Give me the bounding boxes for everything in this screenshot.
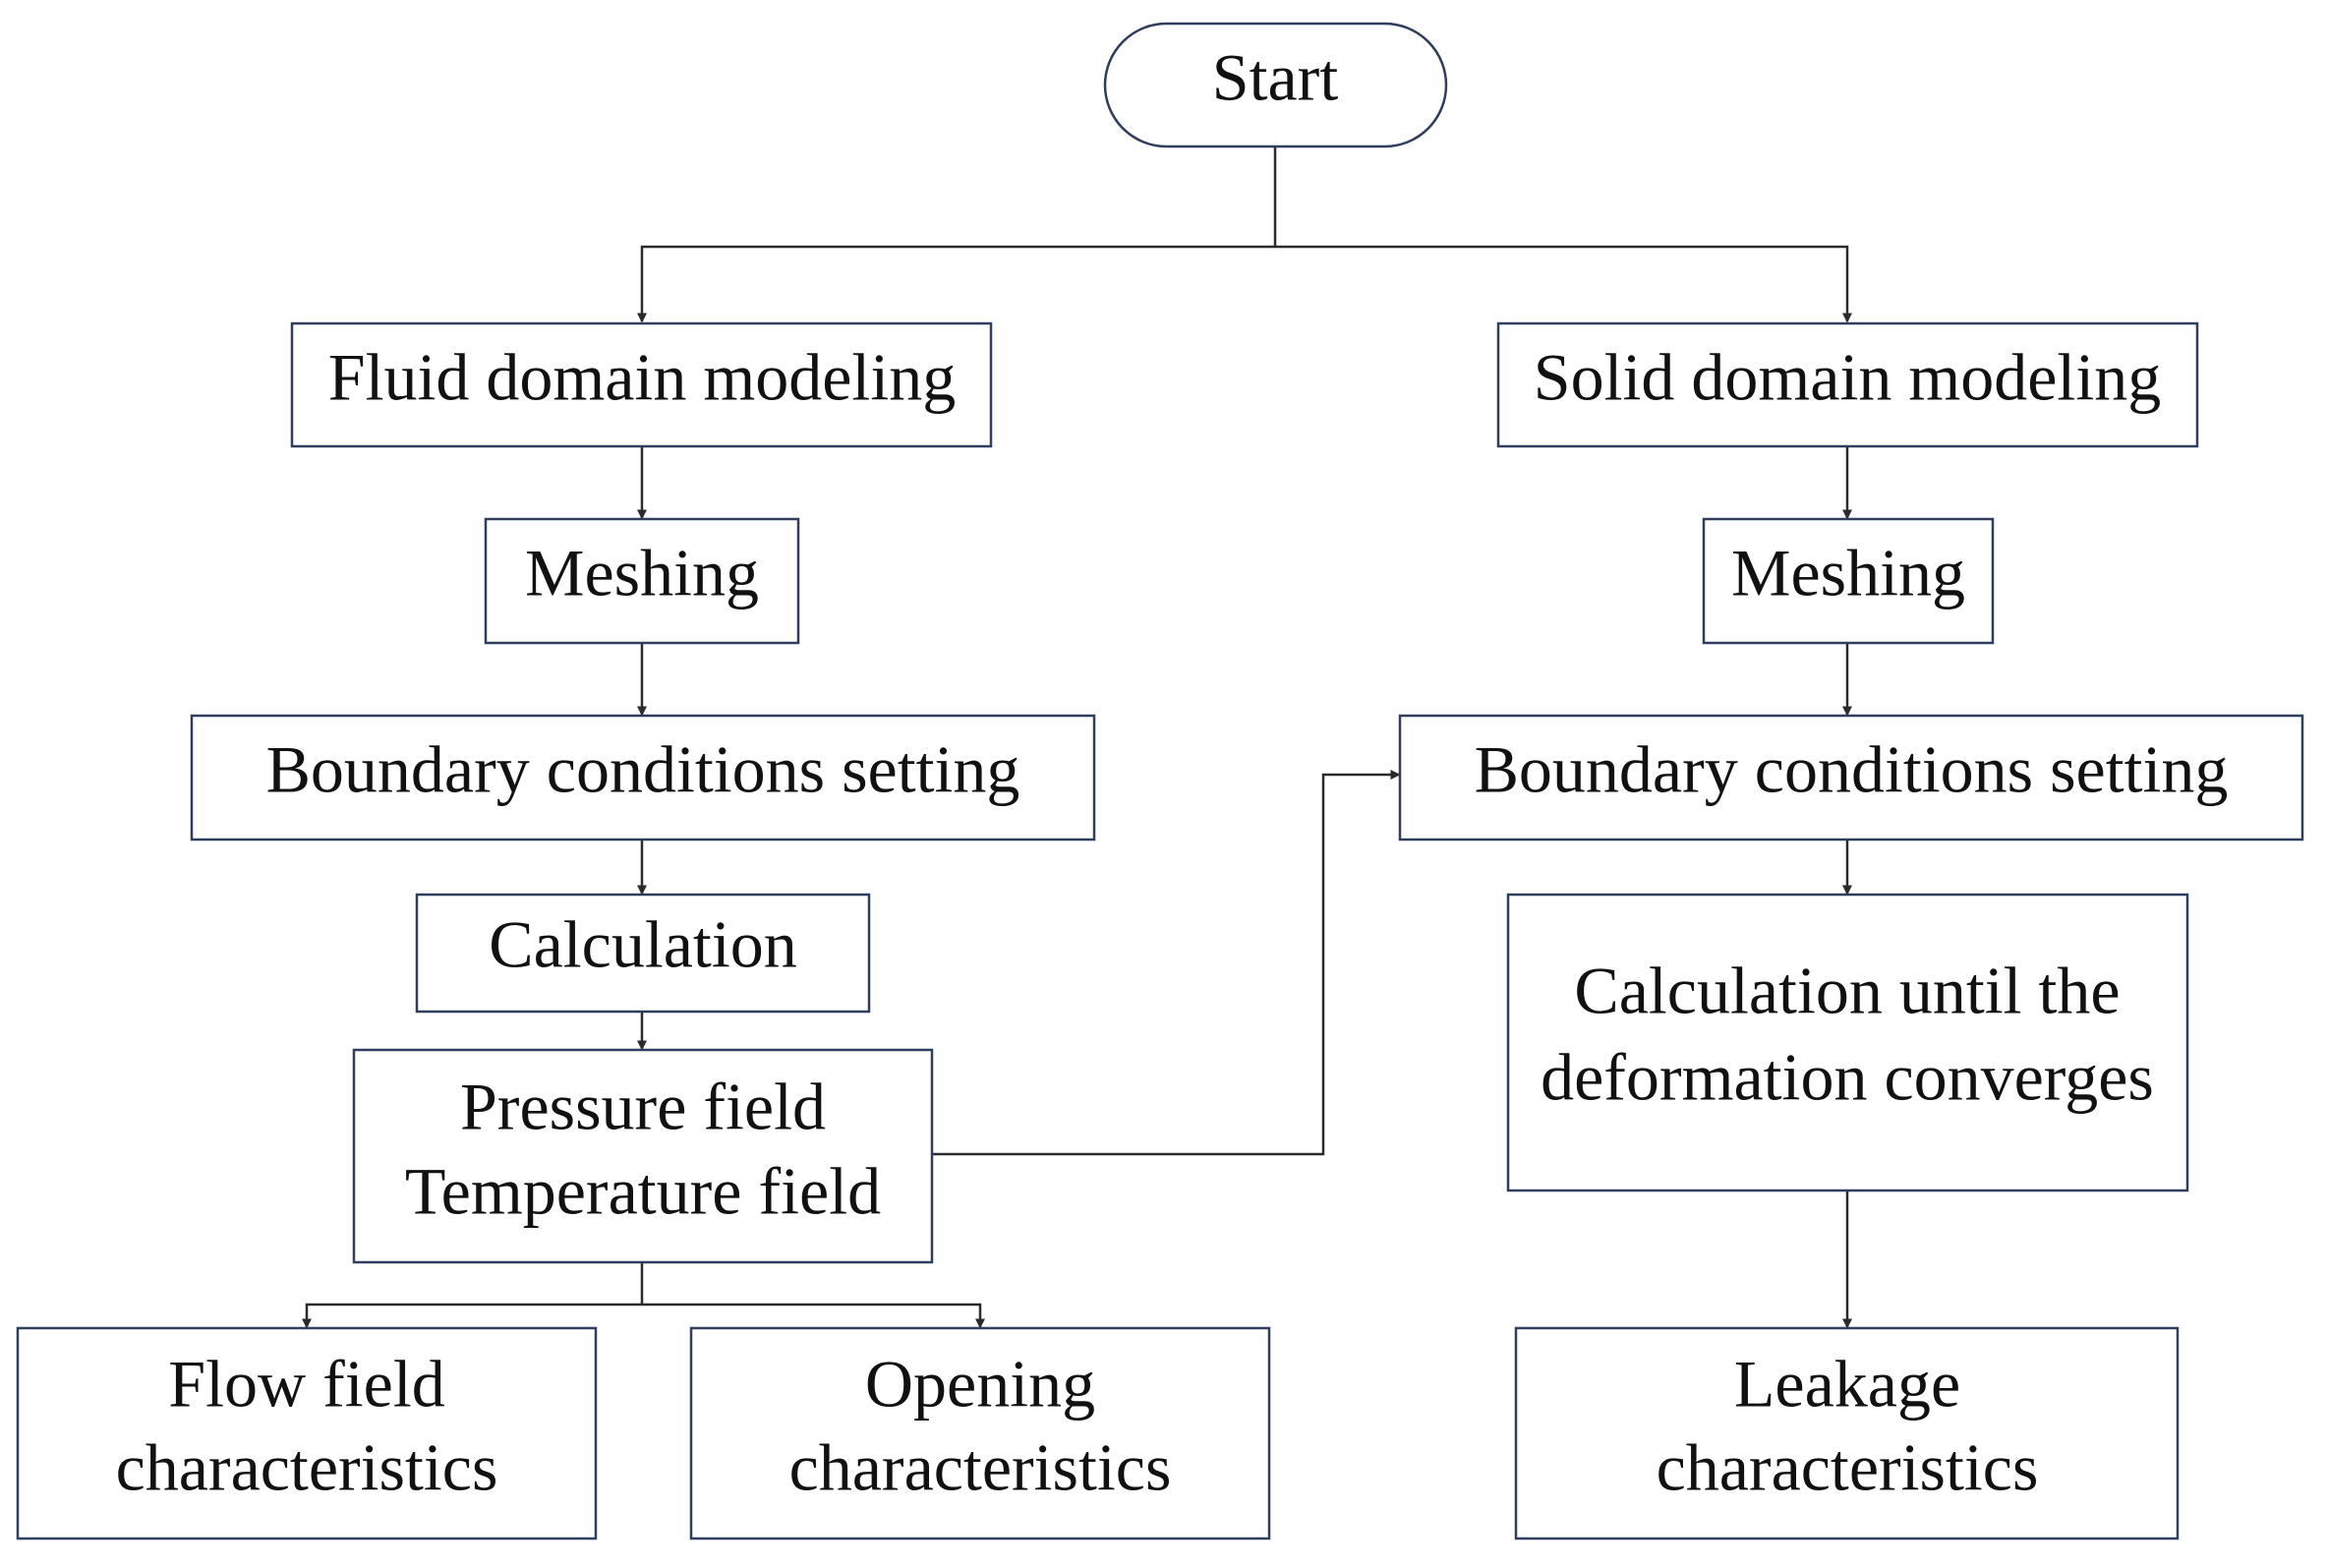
fluid-calculation-node: Calculation [415,893,871,1014]
solid-meshing-node: Meshing [1702,517,1995,645]
edge-fields-to-opening [642,1303,985,1329]
start-label: Start [1212,40,1339,115]
solid-meshing-label: Meshing [1731,536,1965,610]
pressure-temperature-field-node: Pressure field Temperature field [352,1048,934,1264]
solid-calculation-line1: Calculation until the [1574,954,2120,1028]
start-node: Start [1103,22,1448,148]
edge-fields-to-solid-boundary [932,770,1401,1156]
temperature-field-label: Temperature field [405,1154,881,1229]
fluid-calculation-label: Calculation [489,907,796,982]
flow-field-line2: characteristics [116,1430,498,1505]
fluid-boundary-conditions-label: Boundary conditions setting [266,732,1020,807]
edge-start-to-fluid-modeling [637,245,1275,323]
edges-layer [302,147,1852,1329]
solid-calculation-node: Calculation until the deformation conver… [1506,893,2189,1192]
fluid-meshing-node: Meshing [484,517,800,645]
fluid-meshing-label: Meshing [525,536,759,610]
edge-fields-to-flow-field [302,1303,642,1329]
edge-start-to-solid-modeling [1275,245,1852,323]
flow-field-characteristics-node: Flow field characteristics [16,1326,598,1540]
leakage-line2: characteristics [1657,1430,2039,1505]
solid-domain-modeling-node: Solid domain modeling [1496,321,2199,448]
flow-field-line1: Flow field [168,1347,444,1422]
fluid-boundary-conditions-node: Boundary conditions setting [190,714,1096,842]
fluid-domain-modeling-node: Fluid domain modeling [290,321,993,448]
opening-line1: Opening [865,1347,1095,1422]
opening-line2: characteristics [789,1430,1172,1505]
solid-domain-modeling-label: Solid domain modeling [1534,340,2161,415]
pressure-field-label: Pressure field [460,1070,826,1144]
solid-boundary-conditions-label: Boundary conditions setting [1475,732,2229,807]
nodes-layer: Start Fluid domain modeling Solid domain… [16,22,2304,1540]
leakage-line1: Leakage [1734,1347,1960,1422]
solid-calculation-line2: deformation converges [1541,1040,2154,1115]
solid-boundary-conditions-node: Boundary conditions setting [1398,714,2304,842]
fluid-domain-modeling-label: Fluid domain modeling [328,340,956,415]
leakage-characteristics-node: Leakage characteristics [1514,1326,2180,1540]
opening-characteristics-node: Opening characteristics [689,1326,1271,1540]
